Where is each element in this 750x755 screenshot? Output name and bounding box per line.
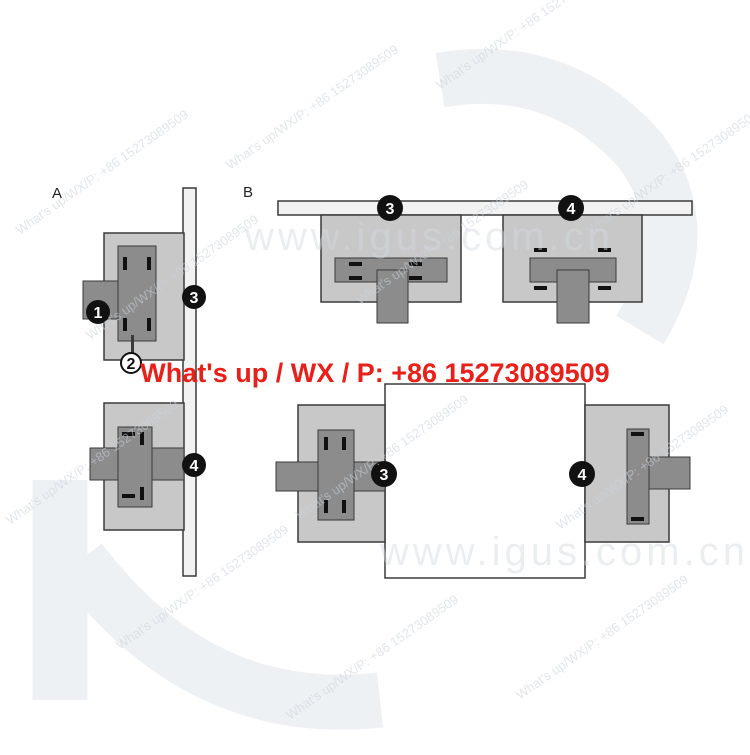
panel-a-badge-1: 1 (86, 300, 110, 324)
svg-text:1: 1 (94, 305, 103, 322)
svg-text:3: 3 (190, 290, 199, 307)
svg-text:4: 4 (567, 201, 576, 218)
panel-b-side-carriage-3 (275, 404, 386, 543)
panel-b-carriage-4 (502, 214, 643, 324)
panel-b-label: B (243, 184, 253, 201)
panel-a-badge-4: 4 (182, 453, 206, 477)
svg-text:www.igus.com.cn: www.igus.com.cn (379, 530, 749, 574)
panel-b-badge-3-side: 3 (371, 461, 397, 487)
svg-text:2: 2 (127, 356, 136, 373)
background-logo-watermark (32, 48, 698, 730)
panel-a-label: A (52, 185, 62, 202)
svg-text:www.igus.com.cn: www.igus.com.cn (244, 215, 614, 259)
panel-a-badge-3: 3 (182, 285, 206, 309)
svg-text:4: 4 (578, 467, 587, 484)
panel-b-mounting-plate (384, 383, 586, 579)
svg-text:What's up/WX/P: +86 1527308950: What's up/WX/P: +86 15273089509 (513, 572, 691, 703)
panel-b-carriage-3 (320, 214, 462, 324)
panel-b-badge-3-top: 3 (377, 195, 403, 221)
svg-text:What's up/WX/P: +86 1527308950: What's up/WX/P: +86 15273089509 (13, 107, 191, 238)
panel-b-badge-4-side: 4 (569, 461, 595, 487)
svg-text:3: 3 (386, 201, 395, 218)
panel-a-badge-2: 2 (120, 352, 142, 374)
panel-b-side-carriage-4 (584, 404, 691, 543)
panel-b-badge-4-top: 4 (558, 195, 584, 221)
svg-text:What's up/WX/P: +86 1527308950: What's up/WX/P: +86 15273089509 (223, 42, 401, 173)
svg-text:4: 4 (190, 458, 199, 475)
svg-text:3: 3 (380, 467, 389, 484)
contact-banner: What's up / WX / P: +86 15273089509 (140, 358, 610, 388)
panel-a-vertical-rail (182, 187, 197, 577)
svg-text:What's up/WX/P: +86 1527308950: What's up/WX/P: +86 15273089509 (113, 522, 291, 653)
